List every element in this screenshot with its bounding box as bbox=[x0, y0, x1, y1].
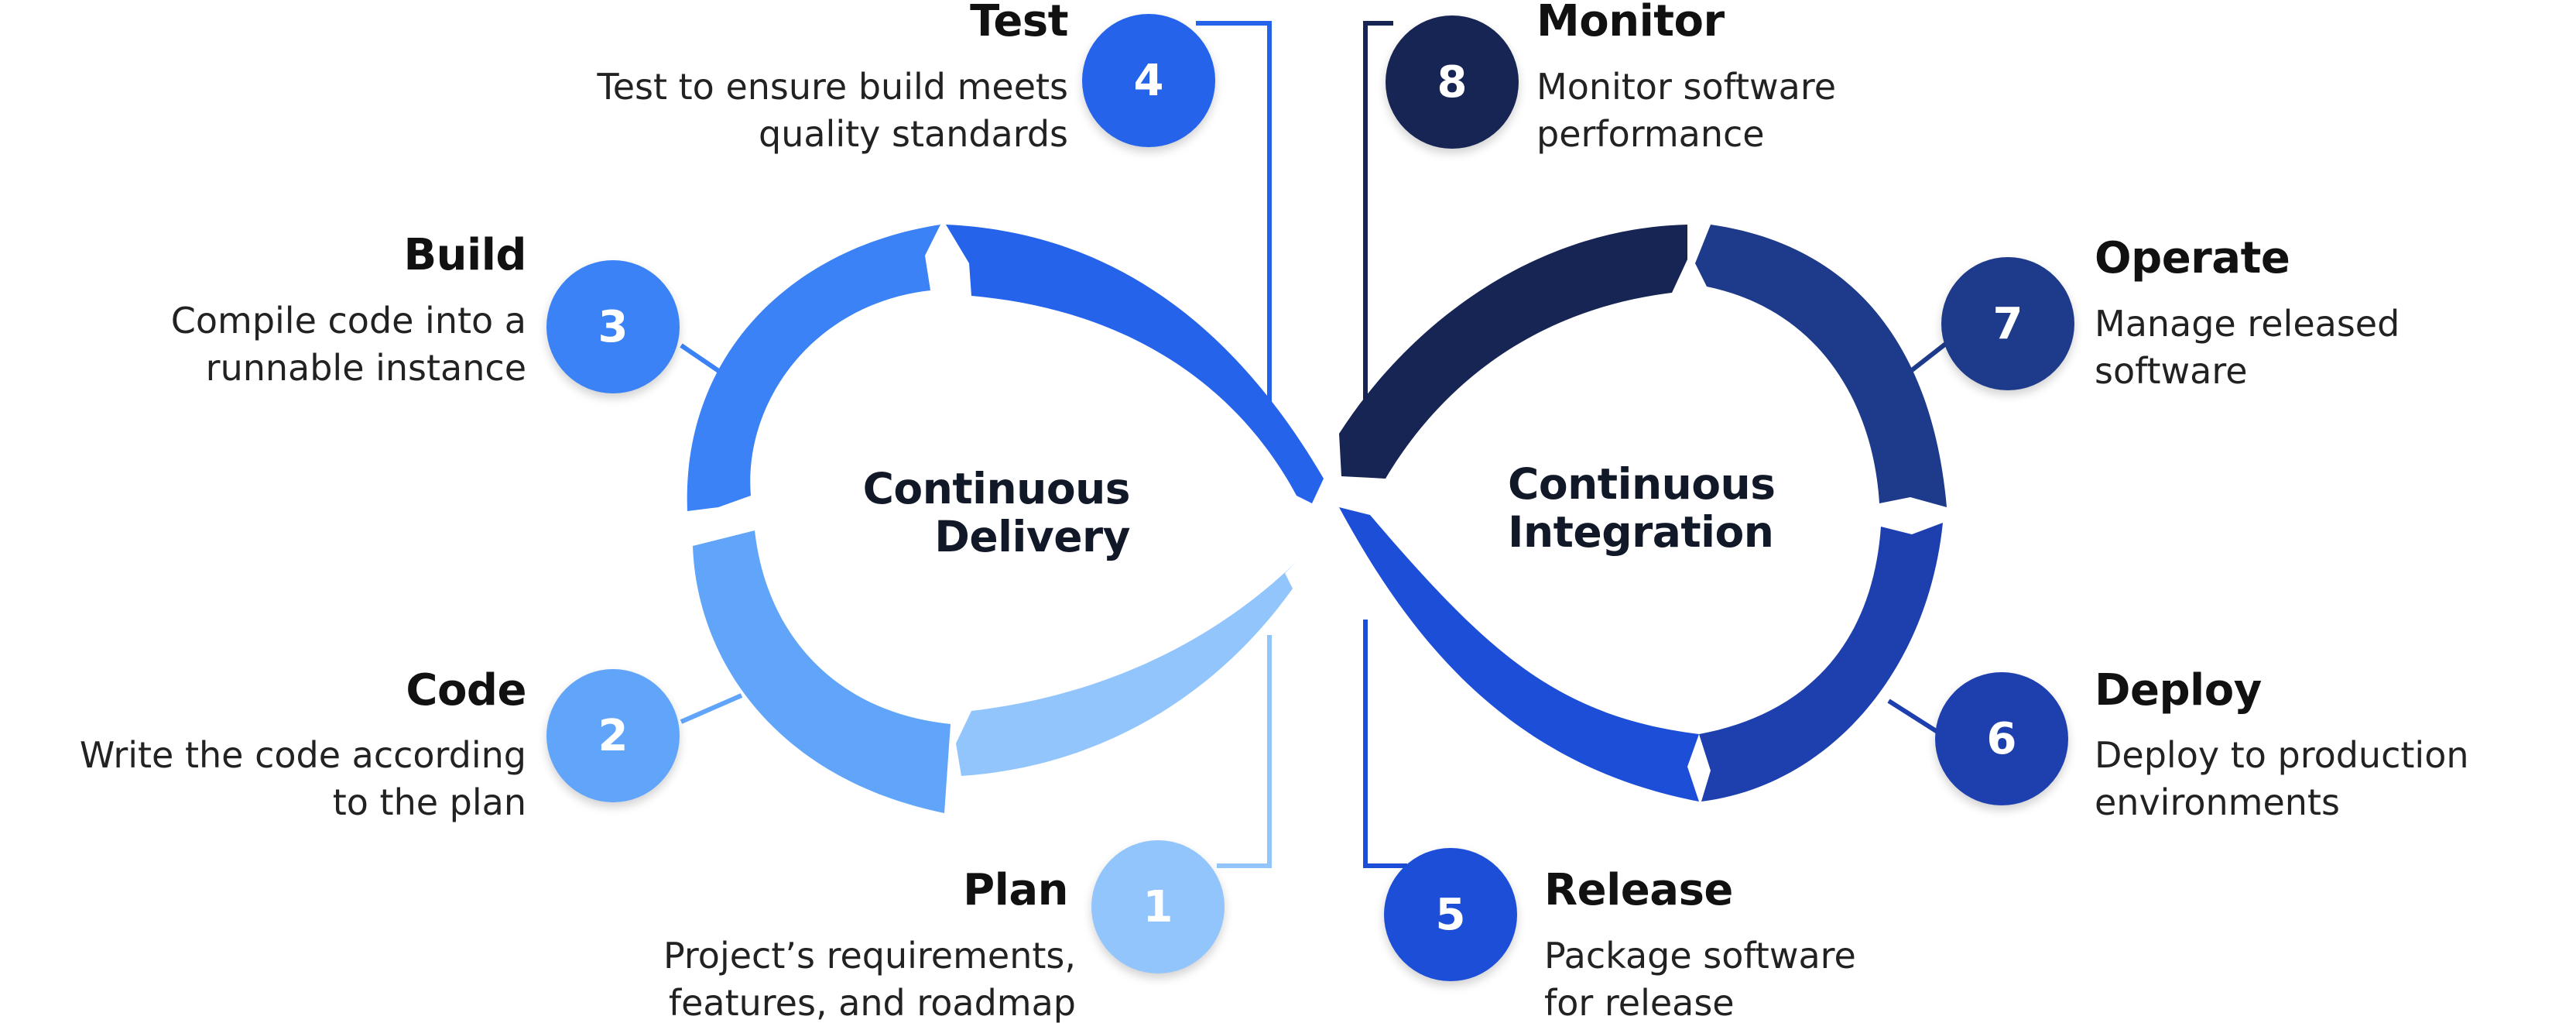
step-title-build: Build bbox=[403, 230, 526, 280]
step-badge-release: 5 bbox=[1384, 848, 1517, 981]
step-desc-release: Package software for release bbox=[1544, 935, 1856, 1023]
segment-code bbox=[693, 530, 951, 813]
step-title-deploy: Deploy bbox=[2095, 665, 2262, 716]
segment-release bbox=[1339, 507, 1699, 802]
segment-build bbox=[687, 225, 940, 511]
step-title-operate: Operate bbox=[2095, 233, 2290, 283]
connector-release bbox=[1363, 620, 1407, 868]
step-badge-code: 2 bbox=[546, 669, 680, 802]
loop-segments bbox=[687, 225, 1947, 813]
step-title-test: Test bbox=[970, 0, 1068, 46]
step-desc-test: Test to ensure build meets quality stand… bbox=[597, 66, 1068, 155]
step-title-code: Code bbox=[406, 665, 526, 716]
connector-monitor bbox=[1363, 21, 1393, 403]
continuous-integration-label: Continuous Integration bbox=[1508, 459, 1776, 557]
step-badge-plan: 1 bbox=[1091, 840, 1225, 973]
step-desc-monitor: Monitor software performance bbox=[1536, 66, 1837, 155]
continuous-delivery-label: Continuous Delivery bbox=[862, 464, 1131, 561]
step-badge-test: 4 bbox=[1082, 14, 1215, 147]
connector-build bbox=[680, 343, 721, 374]
step-desc-build: Compile code into a runnable instance bbox=[170, 300, 526, 389]
segment-monitor bbox=[1339, 225, 1687, 479]
connector-code bbox=[680, 693, 743, 724]
segment-test bbox=[946, 225, 1324, 503]
connector-test bbox=[1196, 21, 1272, 414]
segment-operate bbox=[1695, 225, 1947, 507]
step-badge-build: 3 bbox=[546, 260, 680, 393]
connectors bbox=[680, 21, 1966, 868]
step-badge-deploy: 6 bbox=[1935, 672, 2068, 805]
segment-deploy bbox=[1699, 523, 1943, 802]
step-desc-plan: Project’s requirements, features, and ro… bbox=[663, 935, 1076, 1023]
step-title-plan: Plan bbox=[963, 865, 1068, 915]
step-desc-operate: Manage released software bbox=[2095, 303, 2400, 392]
segment-plan bbox=[956, 558, 1300, 776]
step-desc-code: Write the code according to the plan bbox=[79, 734, 526, 823]
step-badge-monitor: 8 bbox=[1386, 15, 1519, 149]
step-badge-operate: 7 bbox=[1941, 257, 2074, 390]
step-title-monitor: Monitor bbox=[1536, 0, 1725, 46]
step-title-release: Release bbox=[1544, 865, 1733, 915]
connector-plan bbox=[1217, 635, 1272, 868]
step-desc-deploy: Deploy to production environments bbox=[2095, 734, 2469, 823]
